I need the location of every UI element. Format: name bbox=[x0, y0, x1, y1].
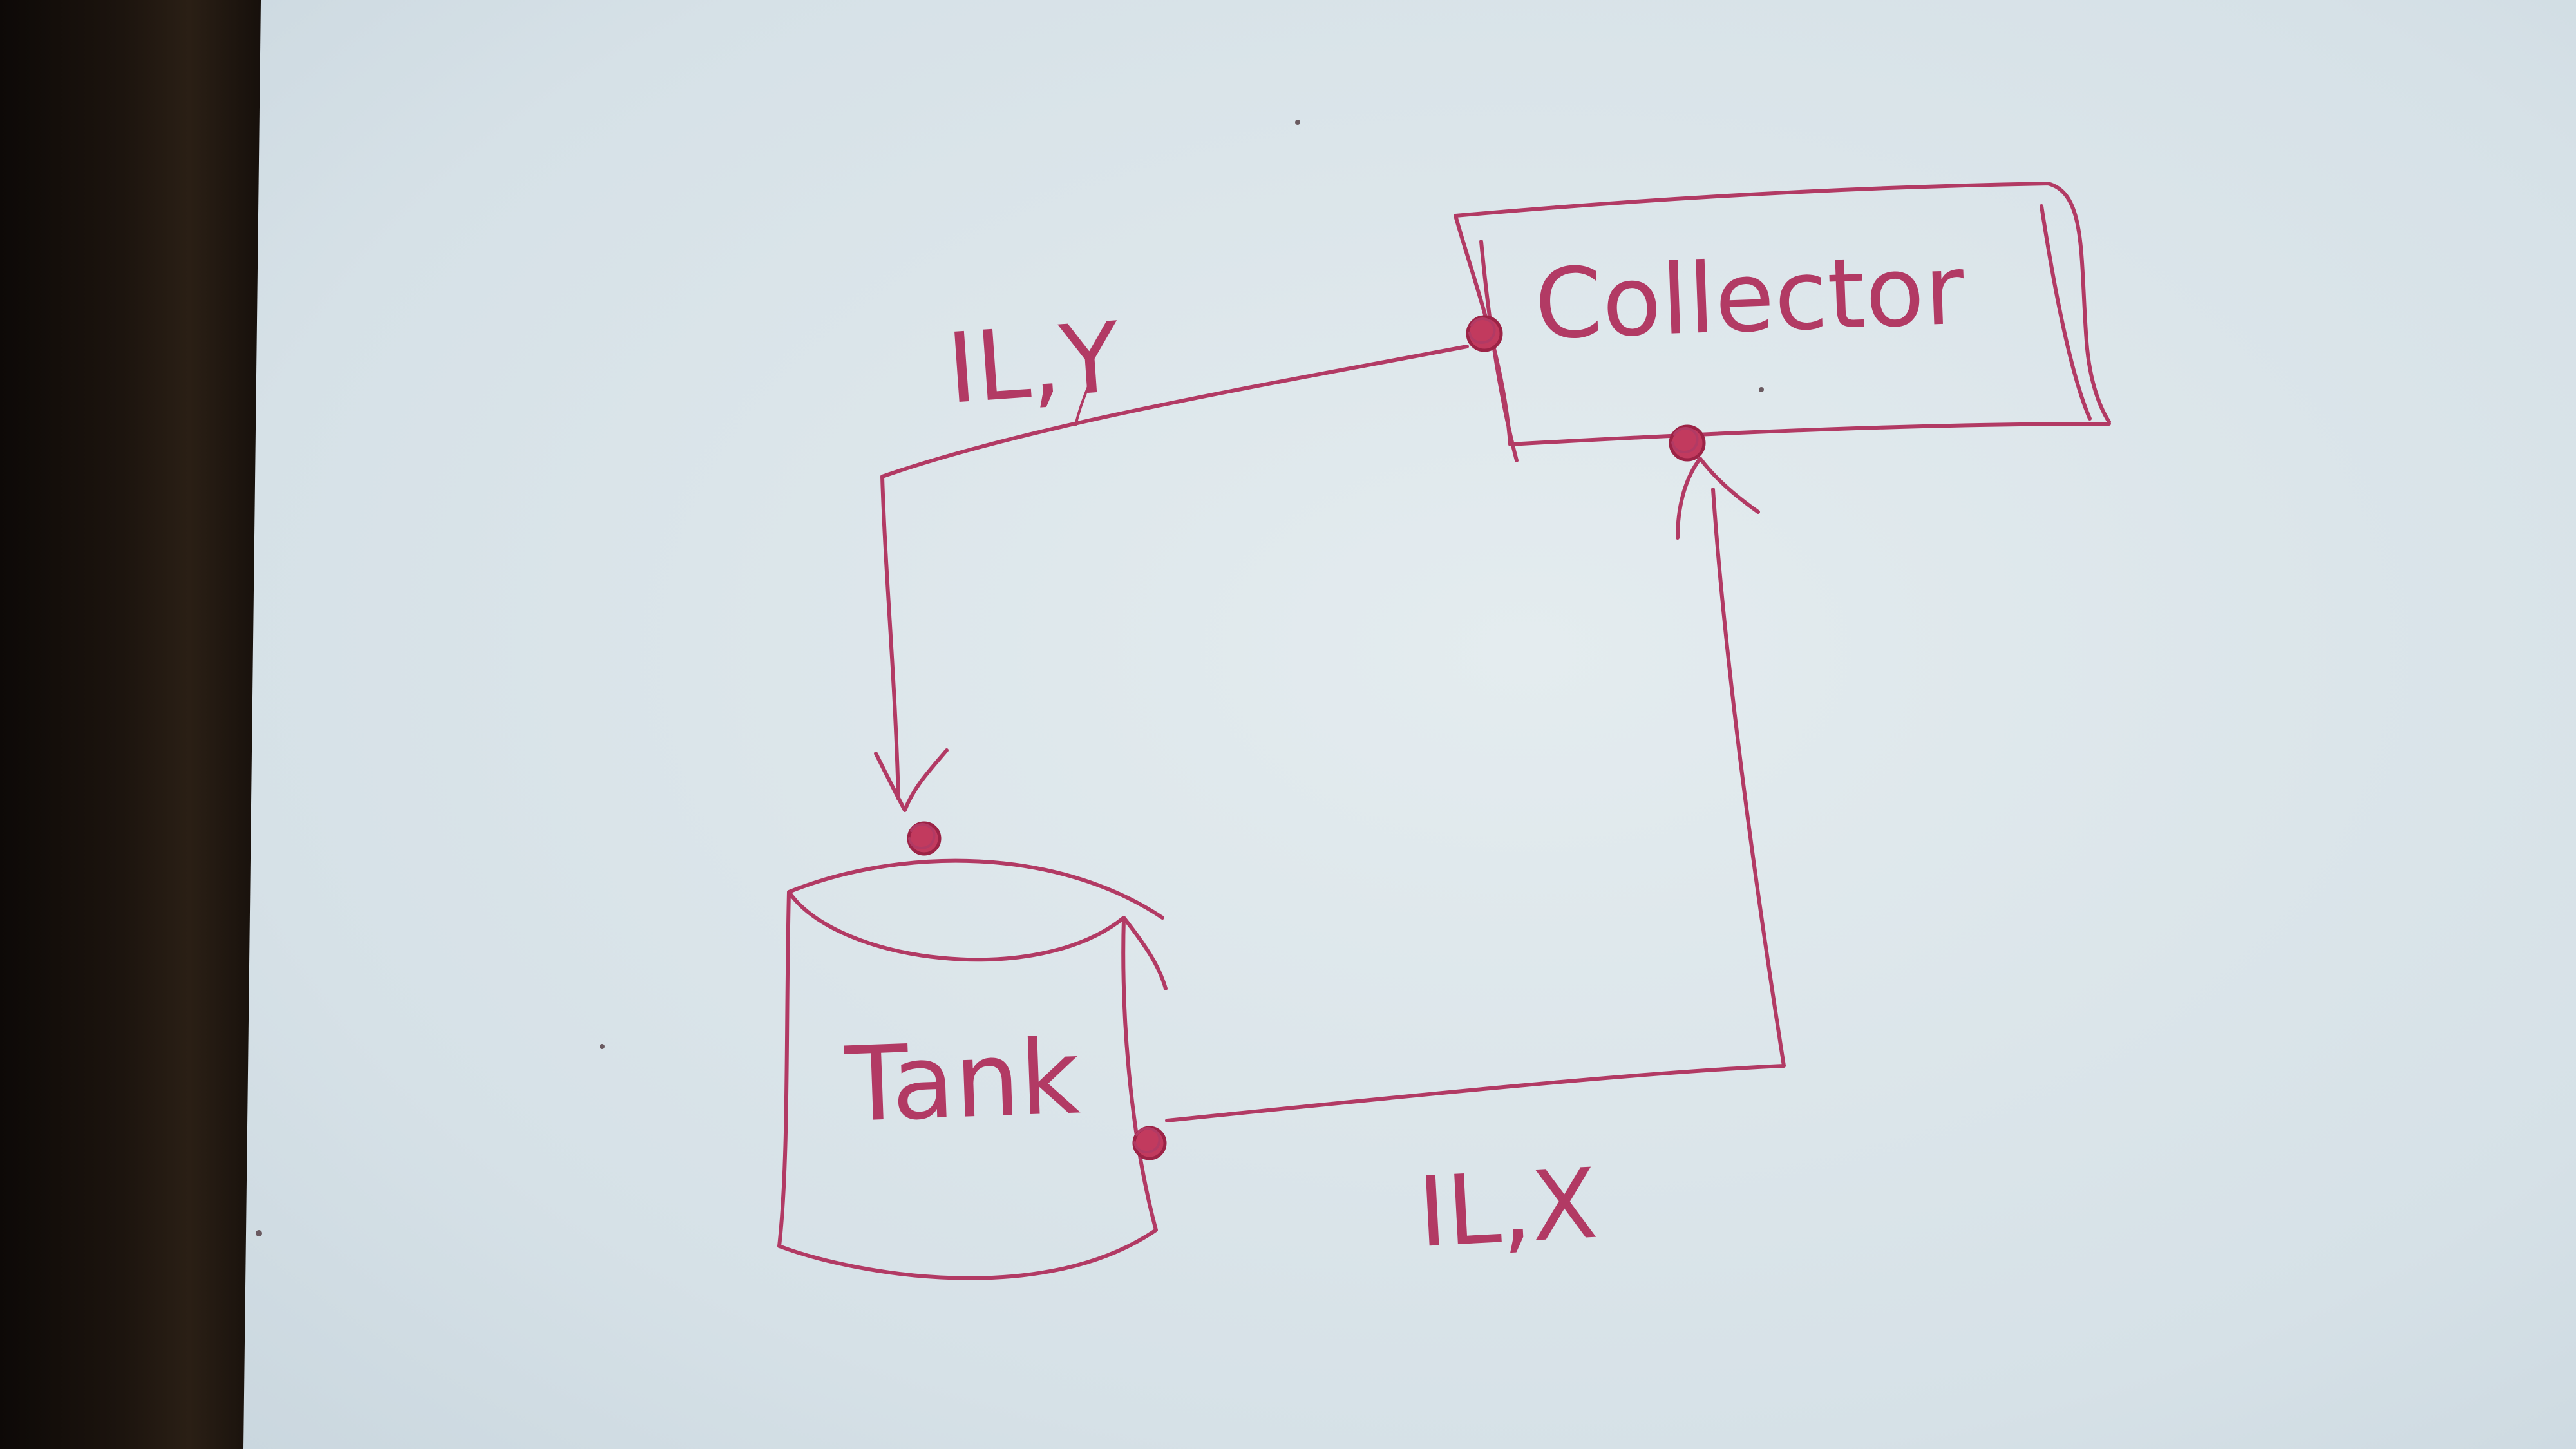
tank-node: Tank bbox=[777, 821, 1168, 1280]
edge-label-il-x: IL,X bbox=[1416, 1148, 1600, 1269]
tank-outlet-port bbox=[1132, 1126, 1167, 1160]
dark-desk-background bbox=[0, 0, 270, 1449]
edge-line-tank-to-collector bbox=[1165, 488, 1786, 1122]
edge-tank-to-collector: IL,X bbox=[1165, 457, 1786, 1269]
tank-inlet-port bbox=[907, 821, 942, 856]
paper-specks bbox=[256, 120, 1764, 1236]
paper-surface bbox=[243, 0, 2576, 1449]
collector-outlet-port bbox=[1669, 424, 1706, 462]
tank-outline bbox=[777, 858, 1168, 1280]
arrowhead-into-collector bbox=[1676, 457, 1760, 540]
collector-node: Collector bbox=[1454, 182, 2111, 462]
tank-label: Tank bbox=[843, 1016, 1082, 1145]
edge-line-collector-to-tank bbox=[880, 345, 1469, 800]
collector-inlet-port bbox=[1466, 315, 1503, 352]
edge-label-il-y: IL,Y bbox=[943, 302, 1123, 426]
collector-label: Collector bbox=[1533, 234, 1966, 361]
label-tick bbox=[1074, 385, 1090, 426]
arrowhead-into-tank bbox=[874, 748, 949, 812]
edge-collector-to-tank: IL,Y bbox=[874, 302, 1469, 812]
